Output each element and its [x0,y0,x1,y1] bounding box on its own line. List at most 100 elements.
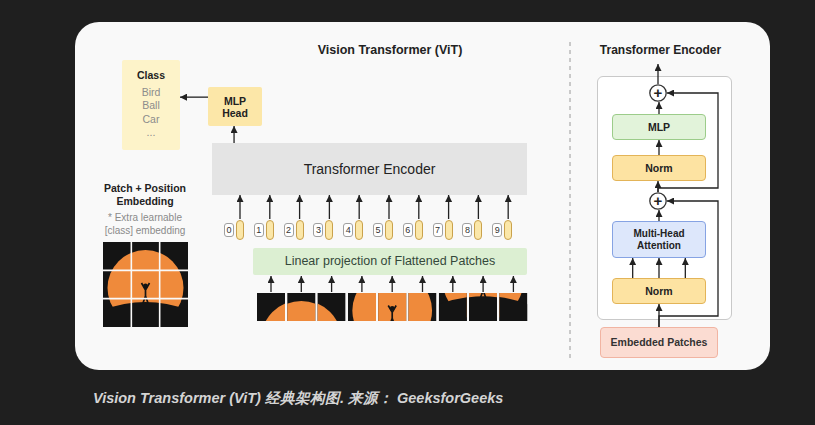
image-patch [262,293,346,377]
embedding-pill [355,220,363,240]
class-box: ClassBird Ball Car ... [122,60,180,150]
box-label: Linear projection of Flattened Patches [285,254,496,269]
flow-arrow [658,102,659,114]
embedding-pill [325,220,333,240]
embedded-patches-box: Embedded Patches [600,327,718,358]
mlp-head-box: MLP Head [208,87,262,126]
flow-arrow [359,195,360,219]
flow-arrow [180,96,208,97]
token-number: 3 [313,223,323,237]
patch-arrow [482,276,483,292]
token: 0 [224,219,244,241]
patch-arrow [331,276,332,292]
image-grid [103,242,188,327]
flow-arrow [658,210,659,221]
patch-arrow [392,276,393,292]
circle-shape [650,193,666,209]
box-label: Embedded Patches [611,336,708,349]
patch-arrow [452,276,453,292]
encoder-panel: +MLPNorm+Multi-Head AttentionNormTransfo… [597,76,732,320]
patch-arrow [513,276,514,292]
flow-arrow [269,195,270,219]
flow-arrow [388,195,389,219]
flow-arrow [658,93,718,192]
embedding-pill [504,220,512,240]
token-number: 6 [403,223,413,237]
source-image-content [103,242,188,327]
embedding-note: * Extra learnable [class] embedding [95,211,195,237]
patch-arrows [271,276,513,292]
token: 7 [433,219,453,241]
output-arrow [657,64,658,84]
plus-sign: + [649,84,667,102]
flow-arrow [632,258,633,278]
box-label: MLP Head [222,95,248,119]
flow-arrow [657,181,658,192]
token: 5 [373,219,393,241]
projection-box: Linear projection of Flattened Patches [253,248,527,275]
grid-line [131,242,133,327]
token-number: 5 [373,223,383,237]
flow-arrow [478,195,479,219]
token-number: 0 [224,223,234,237]
add-circle: + [649,84,667,102]
box-label: Transformer Encoder [304,161,436,178]
box-label: Multi-Head Attention [623,228,695,252]
panel-heading: Transformer Encoder [573,43,748,57]
class-list: Bird Ball Car ... [142,86,161,140]
flow-arrow [418,195,419,219]
mlp-box: MLP [612,114,706,140]
flow-arrow [658,258,659,278]
embedding-pill [415,220,423,240]
circle-shape [650,85,666,101]
diagram-card [75,22,770,370]
box-label: MLP [648,121,670,134]
flow-arrow [658,304,659,327]
grid-line [103,270,188,272]
patch-arrow [270,276,271,292]
embedding-heading: Patch + Position Embedding [95,182,195,207]
figure-caption: Vision Transformer (ViT) 经典架构图. 来源： Geek… [93,389,803,408]
flow-arrow [233,126,234,143]
token-number: 8 [462,223,472,237]
embedding-pill [296,220,304,240]
box-label: Norm [645,162,672,175]
token: 2 [284,219,304,241]
embedding-pill [445,220,453,240]
source-image [103,242,188,327]
embedding-pill [385,220,393,240]
token-number: 4 [343,223,353,237]
connector-group [180,93,718,327]
flow-arrow [299,195,300,219]
token: 1 [254,219,274,241]
embedding-pill [236,220,244,240]
flow-arrow [658,140,659,155]
patch-row [257,237,527,377]
norm-box: Norm [612,155,706,181]
embedding-pill [266,220,274,240]
token: 4 [343,219,363,241]
patch-arrow [301,276,302,292]
token: 9 [492,219,512,241]
token-number: 7 [433,223,443,237]
class-heading: Class [137,69,165,82]
patch-content [352,265,436,349]
encoder-box: Transformer Encoder [212,143,527,195]
flow-arrow [448,195,449,219]
patch-arrow [361,276,362,292]
token-number: 1 [254,223,264,237]
norm-box: Norm [612,278,706,304]
flow-arrow [239,195,240,219]
embedding-pill [474,220,482,240]
flow-arrow [508,195,509,219]
token-number: 9 [492,223,502,237]
add-circle: + [649,192,667,210]
box-label: Norm [645,285,672,298]
grid-line [103,298,188,300]
diagram-title: Vision Transformer (ViT) [290,43,490,57]
token: 3 [313,219,333,241]
token: 6 [403,219,423,241]
